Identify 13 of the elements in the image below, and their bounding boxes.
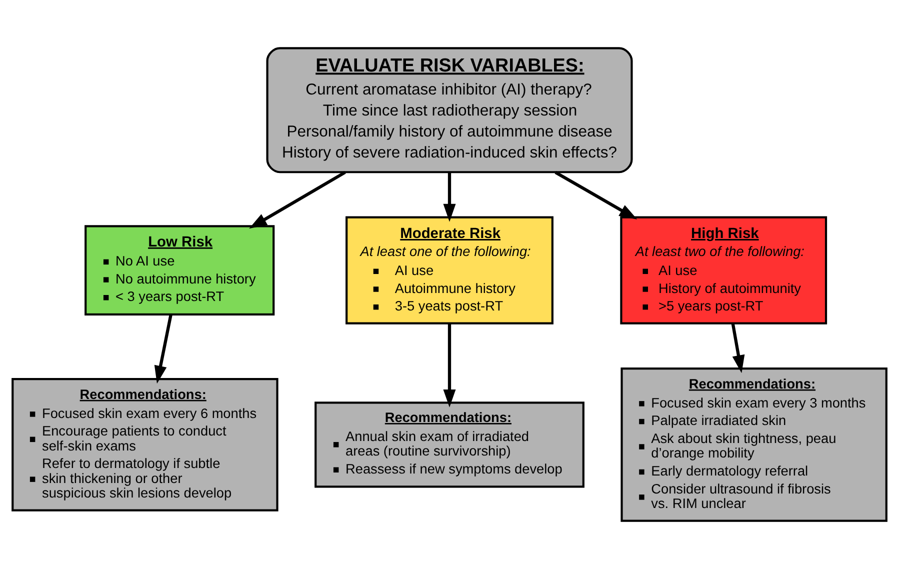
- node-box: Recommendations: Annual skin exam of irradiated areas (routine survivorship) Reassess if new symptoms develop: [314, 401, 584, 488]
- node-box: Recommendations: Focused skin exam every 3 months Palpate irradiated skin Ask about skin tightness, peau d’orange mobility Early dermatology referral Consider ultrasound if fibrosis vs. RIM unclear: [620, 366, 888, 522]
- arrow: [154, 314, 172, 384]
- arrow: [443, 172, 456, 222]
- node-box: Moderate Risk At least one of the following: AI use Autoimmune history 3-5 yeats post-RT: [346, 216, 554, 324]
- arrow: [554, 170, 638, 219]
- node-box: High Risk At least two of the following: AI use History of autoimmunity >5 years post-RT: [620, 216, 828, 324]
- arrow: [443, 323, 456, 407]
- node-box: Recommendations: Focused skin exam every 6 months Encourage patients to conduct self-skin exams Refer to dermatology if subtle skin thickening or other suspicious skin lesions develop: [12, 377, 278, 511]
- node-box: EVALUATE RISK VARIABLES: Current aromatase inhibitor (AI) therapy? Time since last radiotherapy session Personal/family history of autoimmune disease History of severe radiation-induced skin effects?: [266, 46, 633, 173]
- arrow: [731, 322, 745, 373]
- arrow: [249, 170, 346, 228]
- node-box: Low Risk No AI use No autoimmune history < 3 years post-RT: [84, 224, 275, 315]
